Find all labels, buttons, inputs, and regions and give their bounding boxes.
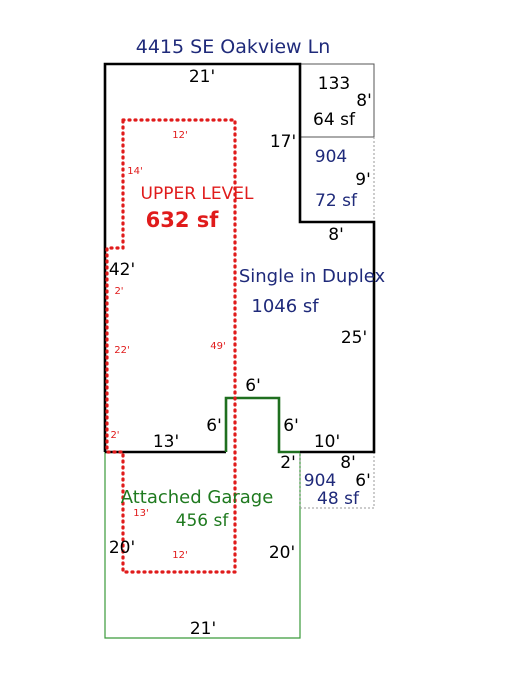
annex-133-area: 64 sf [313,110,356,130]
garage-outline [104,452,301,639]
upper-dim-13: 13' [133,508,148,519]
garage-dim-right: 20' [269,543,295,563]
upper-area: 632 sf [146,208,220,232]
upper-dim-22: 22' [114,345,129,356]
dim-main-bottom-right: 10' [314,432,340,452]
annex-904-bottom-code: 904 [304,471,336,491]
dim-main-notch-h: 8' [328,225,344,245]
dim-main-left: 42' [109,260,135,280]
upper-level-outline [105,118,237,574]
upper-dim-49: 49' [210,341,225,352]
garage-dim-bottom: 21' [190,619,216,639]
annex-904-bottom-outline [299,452,375,509]
upper-dim-bottom: 12' [172,550,187,561]
annex-904-top-area: 72 sf [315,191,358,211]
address-title: 4415 SE Oakview Ln [136,36,331,58]
main-area: 1046 sf [251,296,319,317]
upper-dim-14: 14' [127,166,142,177]
annex-904-bottom-area: 48 sf [317,489,360,509]
annex-904-bottom-small-dim: 2' [280,453,296,473]
upper-dim-top: 12' [172,130,187,141]
dim-main-step-left: 6' [206,416,222,436]
dim-main-bottom-left: 13' [153,432,179,452]
dim-main-step-top: 6' [245,376,261,396]
dim-main-step-right: 6' [283,416,299,436]
upper-dim-2b: 2' [110,430,119,441]
annex-133-dim: 8' [356,91,372,111]
annex-904-top-dim: 9' [355,170,371,190]
garage-area: 456 sf [176,511,230,531]
garage-step-outline [224,396,300,454]
main-outline [103,62,376,454]
upper-dim-2a: 2' [114,286,123,297]
annex-904-bottom-dim-w: 8' [340,453,356,473]
upper-name: UPPER LEVEL [141,184,254,204]
annex-133-code: 133 [318,74,350,94]
annex-904-top-code: 904 [315,147,347,167]
dim-main-notch-v: 17' [270,132,296,152]
dim-main-right: 25' [341,328,367,348]
dim-main-top: 21' [189,67,215,87]
garage-dim-left: 20' [109,538,135,558]
annex-904-bottom-dim-h: 6' [355,471,371,491]
main-name: Single in Duplex [239,266,386,287]
garage-name: Attached Garage [121,487,274,508]
